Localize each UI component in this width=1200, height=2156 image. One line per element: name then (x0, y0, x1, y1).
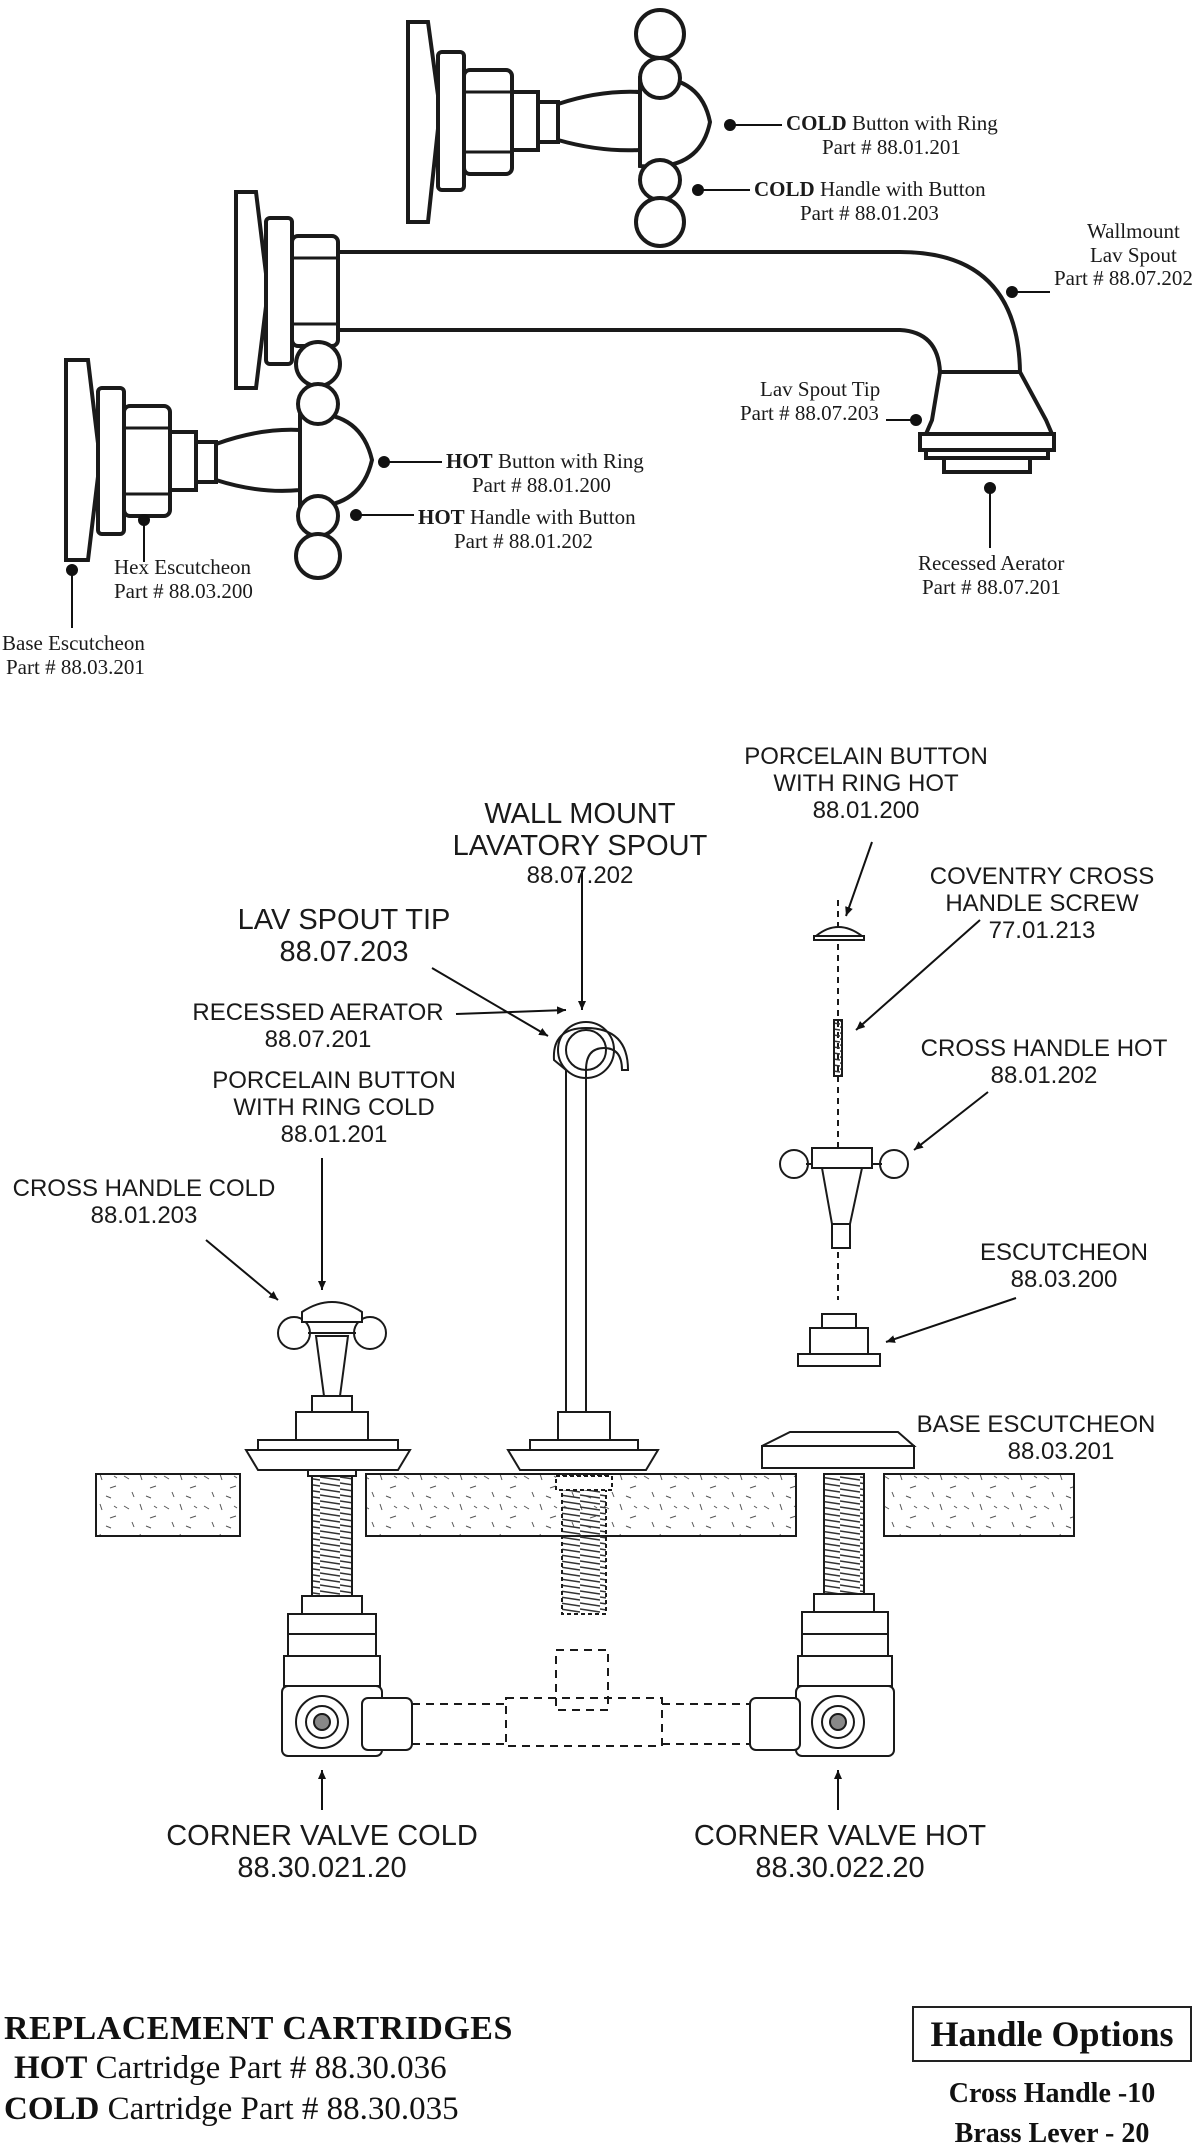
hot-button-title: Button with Ring (492, 449, 644, 473)
wallmount-line1: Wallmount (1087, 219, 1180, 243)
hot-handle-part: Part # 88.01.202 (454, 528, 593, 553)
top-leaders (66, 119, 1050, 628)
cartridges-heading: REPLACEMENT CARTRIDGES (4, 2010, 513, 2047)
schematic-arrows (205, 841, 1017, 1810)
hot-valve-stack (749, 900, 917, 1757)
escutcheon-line1: ESCUTCHEON (979, 1239, 1149, 1266)
base-esc-part: 88.03.201 (1007, 1437, 1115, 1465)
cold-button-label: COLD Button with Ring Part # 88.01.201 (786, 111, 998, 159)
cold-button-title-bold: COLD (786, 111, 847, 135)
top-illustration (64, 8, 1056, 580)
hot-cartridge-text: Cartridge Part # 88.30.036 (87, 2050, 447, 2086)
hex-escutcheon-label: Hex Escutcheon Part # 88.03.200 (114, 555, 253, 603)
cold-button-part: Part # 88.01.201 (822, 134, 961, 159)
hot-cartridge-bold: HOT (14, 2050, 88, 2086)
porcelain-cold-part: 88.01.201 (280, 1120, 388, 1148)
handle-option-lever: Brass Lever - 20 (954, 2118, 1150, 2149)
cold-cartridge-bold: COLD (4, 2091, 100, 2128)
center-spout (506, 1021, 660, 1615)
corner-cold-line1: CORNER VALVE COLD (166, 1820, 478, 1852)
wallmount-spout (234, 190, 1056, 474)
dashed-plumbing (412, 1649, 750, 1747)
cold-cartridge-text: Cartridge Part # 88.30.035 (99, 2091, 459, 2128)
coventry-screw-label: COVENTRY CROSS HANDLE SCREW 77.01.213 (929, 863, 1155, 945)
coventry-part: 77.01.213 (988, 916, 1096, 944)
cold-handle-label: COLD Handle with Button Part # 88.01.203 (754, 177, 986, 225)
porcelain-hot-line2: WITH RING HOT (773, 769, 959, 797)
recessed-aerator-title: Recessed Aerator (918, 551, 1065, 575)
recessed-label: RECESSED AERATOR 88.07.201 (192, 999, 444, 1054)
wallmount-spout-label: Wallmount Lav Spout Part # 88.07.202 (1054, 219, 1193, 291)
corner-cold-label: CORNER VALVE COLD 88.30.021.20 (166, 1820, 478, 1885)
hot-button-title-bold: HOT (446, 449, 493, 473)
porcelain-hot-part: 88.01.200 (812, 796, 920, 824)
wall-mount-line1: WALL MOUNT (484, 798, 676, 830)
cross-hot-line1: CROSS HANDLE HOT (920, 1035, 1168, 1062)
cold-valve-stack (244, 1301, 413, 1757)
spout-tip-part: Part # 88.07.203 (740, 400, 879, 425)
spout-tip-label: Lav Spout Tip Part # 88.07.203 (740, 377, 881, 425)
base-escutcheon-label: Base Escutcheon Part # 88.03.201 (2, 631, 145, 679)
porcelain-cold-line1: PORCELAIN BUTTON (212, 1067, 456, 1094)
recessed-aerator-part: Part # 88.07.201 (922, 574, 1061, 599)
hot-cartridge: HOT Cartridge Part # 88.30.036 (4, 2048, 513, 2089)
schematic (95, 900, 1075, 1757)
cold-handle-assembly (406, 8, 713, 248)
base-escutcheon-part: Part # 88.03.201 (6, 654, 145, 679)
cold-handle-title-bold: COLD (754, 177, 815, 201)
lav-tip-label: LAV SPOUT TIP 88.07.203 (238, 904, 451, 969)
cold-handle-title: Handle with Button (814, 177, 986, 201)
spout-tip-title: Lav Spout Tip (760, 377, 881, 401)
hot-handle-label: HOT Handle with Button Part # 88.01.202 (418, 505, 636, 553)
hex-escutcheon-part: Part # 88.03.200 (114, 578, 253, 603)
replacement-cartridges: REPLACEMENT CARTRIDGES HOT Cartridge Par… (4, 2010, 513, 2131)
hot-handle-title-bold: HOT (418, 505, 465, 529)
wallmount-line2: Lav Spout (1089, 242, 1177, 267)
cold-button-title: Button with Ring (846, 111, 998, 135)
corner-hot-label: CORNER VALVE HOT 88.30.022.20 (694, 1820, 986, 1885)
base-esc-line1: BASE ESCUTCHEON (916, 1411, 1156, 1438)
coventry-line2: HANDLE SCREW (945, 889, 1139, 917)
handle-option-cross: Cross Handle -10 (948, 2078, 1156, 2109)
lav-tip-line1: LAV SPOUT TIP (237, 904, 451, 936)
hot-button-part: Part # 88.01.200 (472, 472, 611, 497)
base-escutcheon-title: Base Escutcheon (2, 631, 145, 655)
recessed-aerator-label: Recessed Aerator Part # 88.07.201 (918, 551, 1065, 599)
base-esc-label: BASE ESCUTCHEON 88.03.201 (916, 1411, 1156, 1466)
handle-options-title: Handle Options (912, 2006, 1192, 2062)
hot-handle-title: Handle with Button (464, 505, 636, 529)
wall-mount-line2: LAVATORY SPOUT (452, 830, 708, 863)
wallmount-part: Part # 88.07.202 (1054, 266, 1193, 291)
cold-handle-part: Part # 88.01.203 (800, 200, 939, 225)
wall-mount-part: 88.07.202 (526, 861, 634, 889)
porcelain-cold-line2: WITH RING COLD (233, 1093, 435, 1121)
hot-handle-assembly (64, 340, 375, 580)
hex-escutcheon-title: Hex Escutcheon (114, 555, 252, 579)
corner-hot-part: 88.30.022.20 (755, 1852, 925, 1885)
cross-cold-part: 88.01.203 (90, 1201, 198, 1229)
porcelain-hot-line1: PORCELAIN BUTTON (744, 743, 988, 770)
escutcheon-label: ESCUTCHEON 88.03.200 (979, 1239, 1149, 1294)
recessed-part: 88.07.201 (264, 1025, 372, 1053)
lav-tip-part: 88.07.203 (279, 936, 409, 969)
porcelain-cold-label: PORCELAIN BUTTON WITH RING COLD 88.01.20… (212, 1067, 456, 1149)
cross-cold-line1: CROSS HANDLE COLD (12, 1175, 276, 1202)
cold-cartridge: COLD Cartridge Part # 88.30.035 (4, 2089, 513, 2130)
escutcheon-part: 88.03.200 (1010, 1265, 1118, 1293)
corner-cold-part: 88.30.021.20 (237, 1852, 407, 1885)
wall-mount-label: WALL MOUNT LAVATORY SPOUT 88.07.202 (453, 798, 708, 890)
cross-cold-label: CROSS HANDLE COLD 88.01.203 (12, 1175, 276, 1230)
corner-hot-line1: CORNER VALVE HOT (693, 1820, 987, 1852)
porcelain-hot-label: PORCELAIN BUTTON WITH RING HOT 88.01.200 (744, 743, 988, 825)
coventry-line1: COVENTRY CROSS (929, 863, 1155, 890)
hot-button-label: HOT Button with Ring Part # 88.01.200 (446, 449, 644, 497)
cross-hot-part: 88.01.202 (990, 1061, 1098, 1089)
cross-hot-label: CROSS HANDLE HOT 88.01.202 (920, 1035, 1168, 1090)
recessed-line1: RECESSED AERATOR (192, 999, 444, 1026)
